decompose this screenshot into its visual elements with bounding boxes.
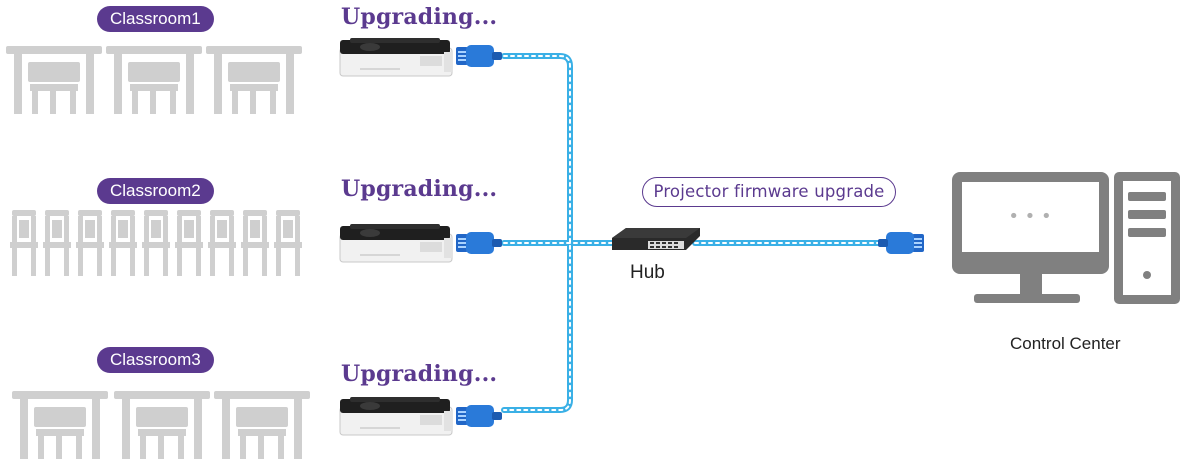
desktop-computer-icon: • • • xyxy=(952,172,1180,304)
rj45-connector-icon xyxy=(456,405,502,427)
projector-icon xyxy=(339,396,453,436)
control-center-label: Control Center xyxy=(1010,334,1121,353)
classroom1-status: Upgrading... xyxy=(341,4,498,30)
projector-icon xyxy=(339,223,453,263)
classroom2-status: Upgrading... xyxy=(341,176,498,202)
rj45-connector-icon xyxy=(456,45,502,67)
classroom3-table-set-icon xyxy=(12,391,310,459)
rj45-connector-icon xyxy=(878,232,924,254)
classroom3-badge: Classroom3 xyxy=(97,347,214,373)
network-cables xyxy=(501,53,883,413)
hub-label: Hub xyxy=(630,262,665,283)
classroom1-table-set-icon xyxy=(6,46,302,114)
screen-dots: • • • xyxy=(1008,206,1051,227)
rj45-connector-icon xyxy=(456,232,502,254)
classroom3-status: Upgrading... xyxy=(341,361,498,387)
projector-icon xyxy=(339,37,453,77)
classroom2-badge: Classroom2 xyxy=(97,178,214,204)
network-hub-icon xyxy=(612,228,700,250)
classroom2-chair-row-icon xyxy=(10,210,302,276)
firmware-upgrade-label: Projector firmware upgrade xyxy=(642,177,896,207)
classroom1-badge: Classroom1 xyxy=(97,6,214,32)
